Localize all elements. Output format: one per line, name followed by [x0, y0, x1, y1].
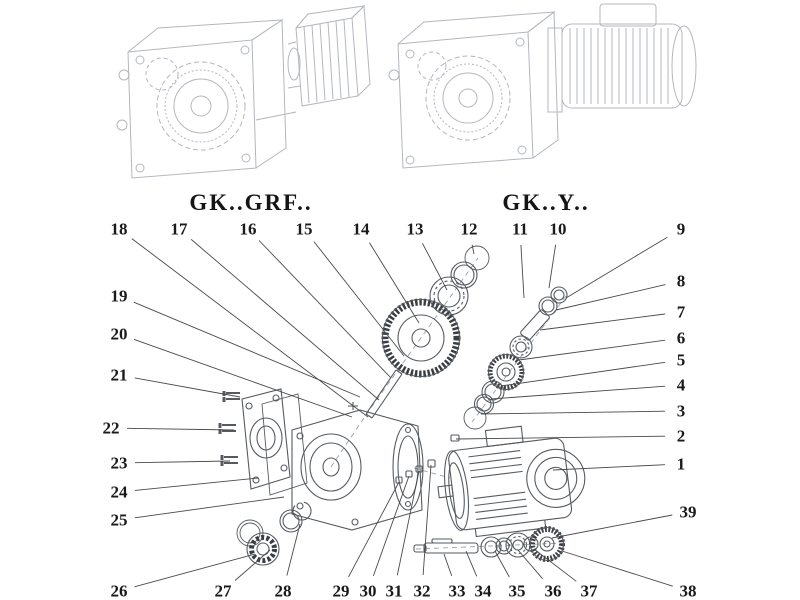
electric-motor	[437, 425, 586, 538]
leader-line-17	[190, 239, 380, 401]
callout-17: 17	[170, 219, 188, 239]
callout-19: 19	[110, 286, 128, 306]
callout-32: 32	[413, 581, 431, 600]
leader-line-38	[561, 550, 673, 587]
callout-4: 4	[676, 375, 686, 395]
leader-line-22	[126, 427, 235, 431]
leader-line-32	[422, 464, 432, 576]
leader-line-20	[133, 338, 353, 418]
leader-line-3	[480, 410, 666, 415]
callout-2: 2	[676, 426, 686, 446]
leader-line-36	[517, 549, 543, 580]
leader-line-1	[552, 464, 666, 471]
callout-30: 30	[359, 581, 377, 600]
assembled-view-gky	[388, 3, 697, 169]
callout-7: 7	[676, 302, 686, 322]
leader-lines	[126, 236, 673, 588]
callout-26: 26	[110, 581, 128, 600]
callout-33: 33	[448, 581, 466, 600]
leader-line-21	[134, 377, 241, 398]
leader-line-5	[500, 361, 666, 387]
leader-line-37	[533, 548, 577, 582]
callout-23: 23	[110, 453, 128, 473]
variant-label-gky: GK..Y..	[502, 190, 590, 215]
leader-line-29	[348, 481, 400, 578]
callout-18: 18	[110, 219, 128, 239]
callout-21: 21	[110, 365, 128, 385]
leader-line-13	[422, 242, 448, 291]
assembly-axis-lines	[330, 257, 567, 550]
leader-line-28	[286, 523, 301, 576]
leader-line-8	[555, 284, 666, 311]
leader-line-10	[548, 244, 557, 289]
variant-label-gkgrf: GK..GRF..	[189, 190, 313, 215]
callout-34: 34	[474, 581, 492, 600]
callout-6: 6	[676, 328, 686, 348]
callout-13: 13	[406, 219, 424, 239]
callout-37: 37	[580, 581, 598, 600]
callout-36: 36	[544, 581, 562, 600]
callout-28: 28	[274, 581, 292, 600]
callout-39: 39	[679, 502, 697, 522]
leader-line-18	[131, 238, 369, 418]
callout-15: 15	[295, 219, 313, 239]
leader-line-31	[396, 470, 420, 576]
flange-plate-and-screws	[218, 388, 308, 496]
callout-35: 35	[508, 581, 526, 600]
bevel-pinion-parts	[463, 286, 568, 430]
leader-line-14	[369, 242, 420, 324]
leader-line-11	[520, 244, 525, 299]
leader-line-23	[134, 460, 231, 464]
callout-31: 31	[385, 581, 403, 600]
leader-line-12	[471, 244, 475, 255]
leader-line-24	[134, 477, 259, 491]
callout-12: 12	[460, 219, 478, 239]
exploded-view	[218, 245, 586, 566]
leader-line-15	[313, 241, 405, 357]
leader-line-9	[565, 236, 668, 299]
assembled-view-gkgrf	[116, 4, 371, 179]
callout-5: 5	[676, 350, 686, 370]
callout-14: 14	[352, 219, 370, 239]
callout-10: 10	[549, 219, 567, 239]
leader-line-34	[465, 550, 478, 577]
callout-22: 22	[102, 418, 120, 438]
callout-27: 27	[214, 581, 232, 600]
callout-9: 9	[676, 219, 686, 239]
leader-line-35	[494, 550, 510, 578]
leader-line-27	[234, 549, 271, 581]
leader-line-39	[551, 514, 673, 539]
callout-8: 8	[676, 271, 686, 291]
leader-line-30	[372, 475, 410, 577]
input-shaft	[365, 369, 403, 419]
callout-24: 24	[110, 482, 128, 502]
callout-3: 3	[676, 401, 686, 421]
leader-line-2	[455, 435, 666, 440]
leader-line-4	[490, 385, 666, 400]
callout-1: 1	[676, 454, 686, 474]
leader-line-19	[133, 301, 361, 398]
leader-line-6	[518, 339, 666, 361]
callout-16: 16	[239, 219, 257, 239]
leader-line-7	[539, 313, 666, 331]
small-fasteners	[395, 434, 460, 484]
input-gear-and-bearings	[381, 245, 490, 378]
output-bearing-parts	[236, 501, 312, 566]
callout-29: 29	[332, 581, 350, 600]
callout-20: 20	[110, 324, 128, 344]
output-shaft-parts	[413, 526, 565, 562]
leader-line-26	[134, 553, 256, 588]
callout-11: 11	[511, 219, 529, 239]
gear-housing	[291, 402, 424, 531]
callout-38: 38	[679, 581, 697, 600]
leader-line-25	[134, 496, 285, 519]
leader-line-16	[258, 240, 392, 379]
leader-line-33	[443, 553, 453, 577]
callout-25: 25	[110, 510, 128, 530]
